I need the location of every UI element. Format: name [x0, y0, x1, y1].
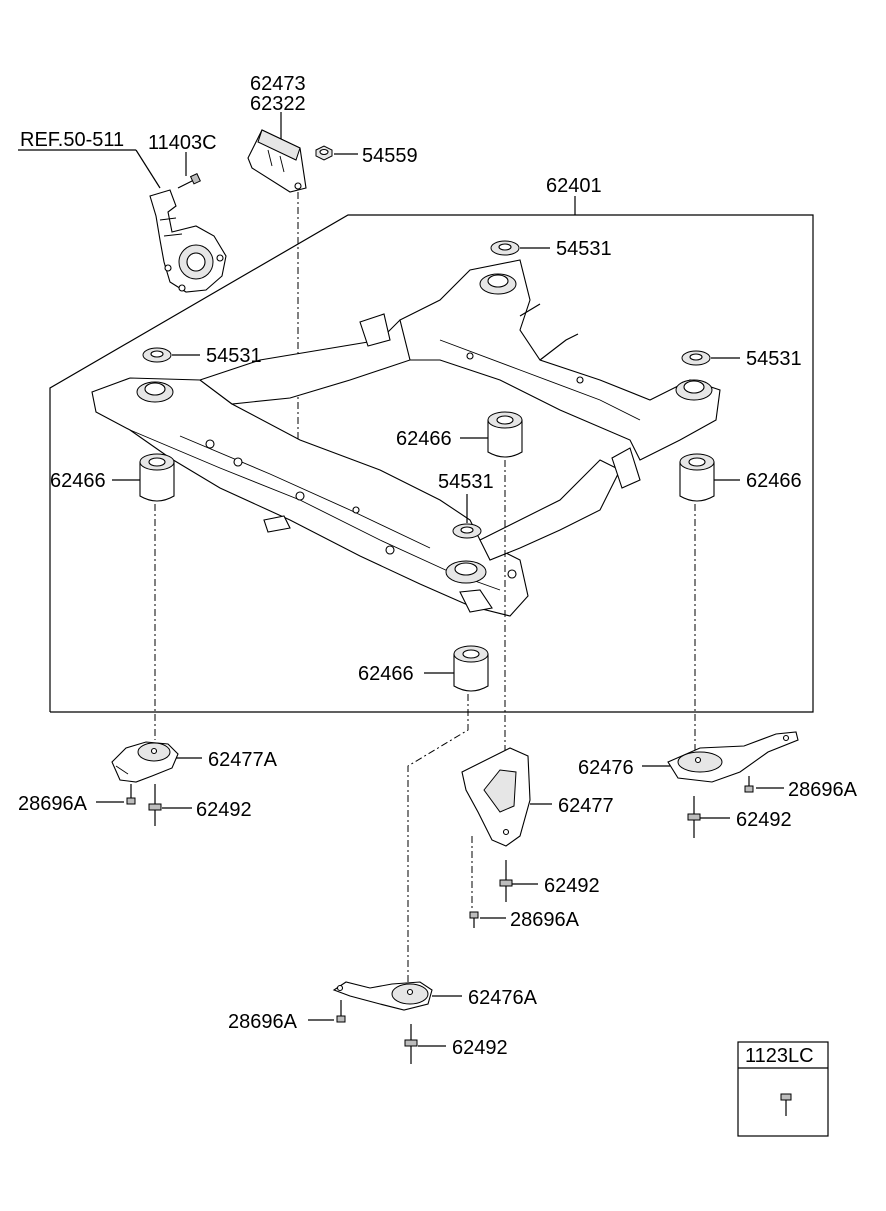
ref-label[interactable]: REF.50-511: [20, 129, 124, 151]
bolt-icon: [336, 1000, 346, 1023]
label-62473[interactable]: 62473: [250, 73, 306, 95]
label-62477[interactable]: 62477: [558, 795, 614, 817]
subframe-icon: [91, 259, 721, 617]
mount-bracket-icon: [332, 981, 433, 1011]
label-62466-right[interactable]: 62466: [746, 470, 802, 492]
label-62466-lower[interactable]: 62466: [358, 663, 414, 685]
label-62466-left[interactable]: 62466: [50, 470, 106, 492]
label-28696A-right[interactable]: 28696A: [788, 779, 858, 801]
bolt-icon: [148, 784, 162, 826]
label-62492-right[interactable]: 62492: [736, 809, 792, 831]
label-62476A[interactable]: 62476A: [468, 987, 538, 1009]
ref-leader: [135, 149, 161, 189]
label-62492-mid[interactable]: 62492: [544, 875, 600, 897]
bushing-icon: [679, 453, 715, 502]
label-62466-upper[interactable]: 62466: [396, 428, 452, 450]
bolt-icon: [469, 911, 479, 928]
label-28696A-mid[interactable]: 28696A: [510, 909, 580, 931]
label-62492-left[interactable]: 62492: [196, 799, 252, 821]
nut-icon: [315, 145, 333, 161]
knuckle-icon: [149, 189, 227, 293]
label-54531-right[interactable]: 54531: [746, 348, 802, 370]
label-62477A[interactable]: 62477A: [208, 749, 278, 771]
label-28696A-left[interactable]: 28696A: [18, 793, 88, 815]
axis-lower: [407, 694, 469, 990]
label-54559[interactable]: 54559: [362, 145, 418, 167]
label-62492-bottom[interactable]: 62492: [452, 1037, 508, 1059]
mount-bracket-icon: [461, 747, 531, 847]
bushing-icon: [453, 645, 489, 692]
label-11403C[interactable]: 11403C: [148, 132, 217, 154]
bolt-icon: [744, 776, 754, 793]
mount-bracket-icon: [111, 741, 179, 783]
label-62322[interactable]: 62322: [250, 93, 306, 115]
bushing-icon: [487, 411, 523, 458]
part-box-1123LC: [737, 1041, 829, 1137]
label-1123LC[interactable]: 1123LC: [745, 1045, 814, 1067]
bolt-icon: [687, 796, 701, 838]
label-62476[interactable]: 62476: [578, 757, 634, 779]
washer-icon: [452, 523, 482, 539]
washer-icon: [142, 347, 172, 363]
bushing-icon: [139, 453, 175, 502]
mount-bracket-icon: [667, 731, 799, 783]
washer-icon: [490, 240, 520, 256]
label-54531-center[interactable]: 54531: [438, 471, 494, 493]
bolt-icon: [126, 784, 136, 805]
label-54531-top[interactable]: 54531: [556, 238, 612, 260]
washer-icon: [681, 350, 711, 366]
label-62401[interactable]: 62401: [546, 175, 602, 197]
label-28696A-bottom[interactable]: 28696A: [228, 1011, 298, 1033]
bolt-icon: [780, 1093, 792, 1116]
bolt-icon: [499, 860, 513, 902]
bolt-icon: [404, 1024, 418, 1064]
assembly-frame: [49, 214, 814, 713]
bolt-icon: [177, 173, 201, 189]
bracket-icon: [247, 129, 307, 193]
label-54531-left[interactable]: 54531: [206, 345, 262, 367]
